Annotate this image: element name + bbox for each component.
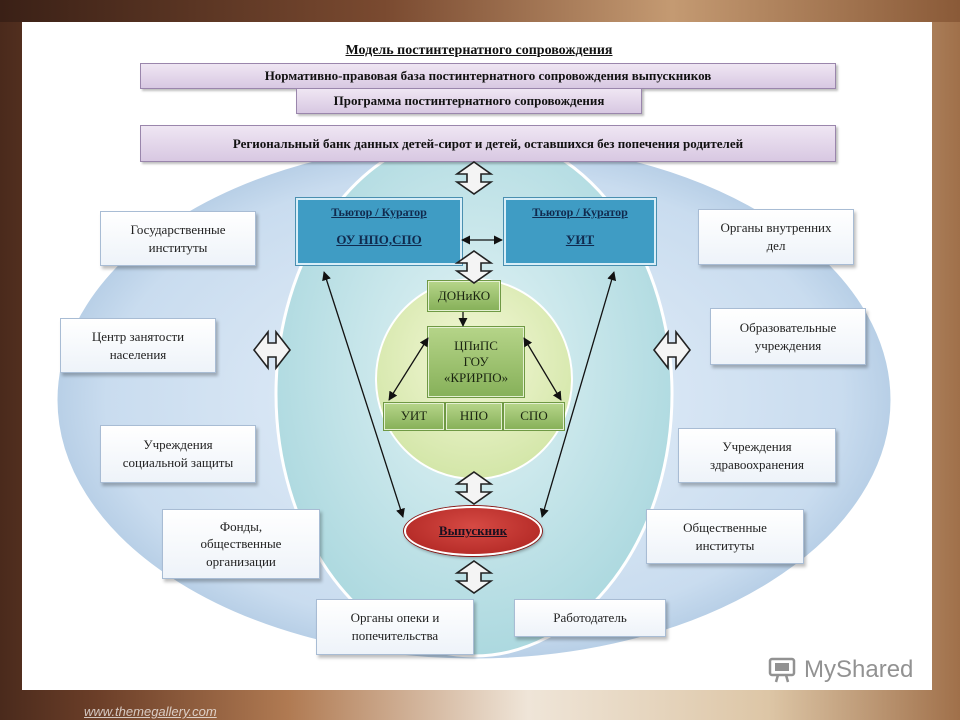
horizontal-double-arrow-right [652,329,692,371]
vertical-double-arrow [454,560,494,594]
box-line: Государственные [130,221,226,237]
databank-bar: Региональный банк данных детей-сирот и д… [140,125,836,162]
guardianship-bodies-box: Органы опеки и попечительства [316,599,474,655]
graduate-ellipse: Выпускник [404,506,542,556]
social-protection-box: Учреждения социальной защиты [100,425,256,483]
box-line: попечительства [351,628,439,643]
employment-center-box: Центр занятости населения [60,318,216,373]
internal-affairs-box: Органы внутренних дел [698,209,854,265]
normative-base-bar: Нормативно-правовая база постинтернатног… [140,63,836,89]
cpips-to-uit-arrow [388,337,429,401]
box-line: здравоохранения [710,456,804,472]
myshared-logo-icon [768,657,798,683]
npo-box: НПО [446,403,502,430]
tutor-box-npo-spo: Тьютор / Куратор ОУ НПО,СПО [296,198,462,265]
box-line: институты [148,239,208,255]
educational-institutions-box: Образовательные учреждения [710,308,866,365]
box-line: Органы опеки и [350,610,440,626]
footer-url: www.themegallery.com [84,704,217,719]
cpips-box: ЦПиПС ГОУ «КРИРПО» [428,327,524,397]
tutor-label: Тьютор / Куратор [331,205,427,219]
watermark-text: MyShared [804,656,914,683]
box-line: Учреждения [722,438,792,454]
myshared-watermark: MyShared [768,656,913,684]
box-line: общественные [200,536,282,552]
connectors-layer [252,161,692,594]
tutor-to-graduate-arrow [539,271,617,518]
cpips-to-spo-arrow [523,337,562,401]
box-line: Органы внутренних [720,220,832,236]
tutor-org-label: УИТ [565,232,595,247]
box-line: Фонды, [219,518,263,534]
box-line: Общественные [683,519,767,535]
box-line: социальной защиты [122,455,234,470]
employer-box: Работодатель [514,599,666,637]
tutor-label: Тьютор / Куратор [532,205,628,219]
vertical-double-arrow [454,250,494,284]
top-background-band [0,0,960,22]
tutor-org-label: ОУ НПО,СПО [336,232,422,247]
box-line: Центр занятости [91,328,185,344]
tutor-to-graduate-arrow [322,271,405,518]
diagram-title: Модель постинтернатного сопровождения [345,43,613,58]
program-bar: Программа постинтернатного сопровождения [296,88,642,114]
vertical-double-arrow [454,471,494,505]
box-line: дел [766,238,786,253]
box-line: населения [109,346,167,362]
healthcare-institutions-box: Учреждения здравоохранения [678,428,836,483]
box-line: Образовательные [739,319,837,335]
horizontal-double-arrow-left [252,329,292,371]
vertical-double-arrow [454,161,494,195]
tutor-box-uit: Тьютор / Куратор УИТ [504,198,656,265]
funds-public-orgs-box: Фонды, общественные организации [162,509,320,579]
doniko-box: ДОНиКО [428,281,500,311]
cpips-line: «КРИРПО» [443,370,509,386]
slide-canvas: Модель постинтернатного сопровождения Но… [22,22,932,690]
box-line: учреждения [754,337,822,353]
box-line: организации [206,553,276,569]
cpips-line: ЦПиПС [454,337,498,353]
state-institutions-box: Государственные институты [100,211,256,266]
cpips-line: ГОУ [463,353,489,369]
box-line: институты [695,537,755,553]
box-line: Учреждения [143,437,213,453]
public-institutions-box: Общественные институты [646,509,804,564]
